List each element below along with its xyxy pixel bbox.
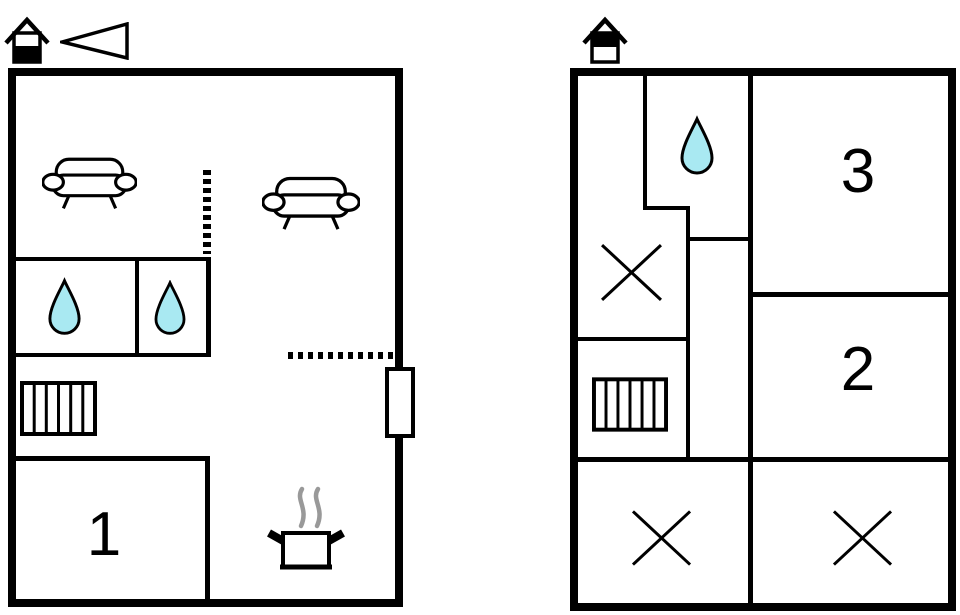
room-label-2: 2 xyxy=(826,338,890,402)
direction-arrow-icon xyxy=(60,22,129,60)
water-drop-icon xyxy=(48,277,81,335)
wall xyxy=(643,206,690,210)
sofa-icon xyxy=(42,157,137,209)
room-number: 3 xyxy=(840,137,876,206)
house-upper-floor-icon xyxy=(582,16,628,64)
wall xyxy=(205,456,210,599)
wall xyxy=(15,456,210,461)
window-symbol xyxy=(385,367,415,438)
stairs-icon xyxy=(592,377,668,432)
house-ground-floor-icon xyxy=(4,16,50,64)
wall xyxy=(15,257,211,261)
wall xyxy=(686,206,690,461)
wall xyxy=(135,257,139,357)
room-label-1: 1 xyxy=(74,503,134,567)
sofa-icon xyxy=(262,176,360,230)
wall xyxy=(577,337,688,341)
dashed-partition-line xyxy=(203,170,211,254)
room-number: 1 xyxy=(86,500,122,569)
cooking-pot-icon xyxy=(267,486,345,570)
wall xyxy=(577,457,950,462)
room-number: 2 xyxy=(840,335,876,404)
cross-mark-icon xyxy=(601,243,662,302)
wall xyxy=(752,292,950,297)
dashed-partition-line xyxy=(288,352,395,359)
wall xyxy=(686,237,753,241)
stairs-icon xyxy=(20,381,97,436)
water-drop-icon xyxy=(680,115,714,175)
cross-mark-icon xyxy=(832,510,893,566)
room-label-3: 3 xyxy=(826,140,890,204)
ground-floor-outer-wall xyxy=(8,68,403,607)
wall xyxy=(15,353,211,357)
wall xyxy=(206,257,211,357)
upper-floor-outer-wall xyxy=(570,68,956,611)
wall xyxy=(643,75,647,210)
water-drop-icon xyxy=(154,280,186,335)
cross-mark-icon xyxy=(631,510,692,566)
wall xyxy=(748,75,753,603)
